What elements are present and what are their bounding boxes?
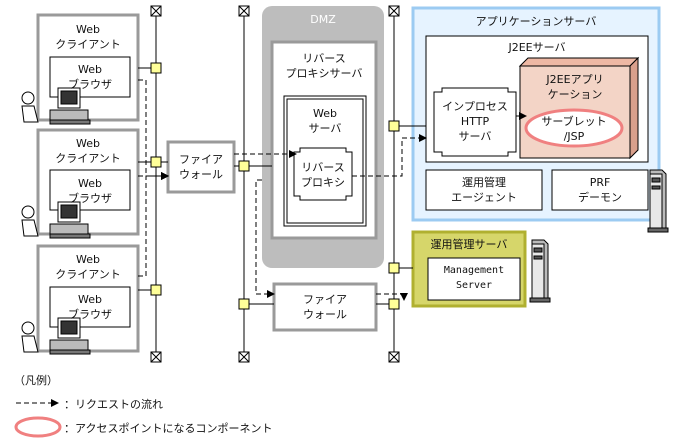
web-browser-1-label: Web ブラウザ xyxy=(68,63,112,91)
web-client-2-title: Web クライアント xyxy=(55,137,121,165)
firewall-bottom-box xyxy=(272,282,378,332)
legend-heading: （凡例） xyxy=(14,374,58,387)
firewall-left-label: ファイア ウォール xyxy=(179,153,223,181)
web-server-label: Web サーバ xyxy=(308,107,342,135)
j2ee-app-label: J2EEアプリ ケーション xyxy=(546,73,604,101)
request-flow-arrows xyxy=(138,79,527,301)
legend-request-flow: ：リクエストの流れ xyxy=(64,398,163,411)
user-at-pc-icon xyxy=(21,87,91,355)
prf-daemon-box xyxy=(551,169,649,211)
prf-daemon-label: PRF デーモン xyxy=(578,176,622,204)
inprocess-http-module xyxy=(433,87,517,157)
legend-symbols xyxy=(14,399,62,438)
j2ee-server-label: J2EEサーバ xyxy=(508,41,566,54)
ops-agent-box xyxy=(425,169,543,211)
web-browser-2-label: Web ブラウザ xyxy=(68,177,112,205)
firewall-bottom-label: ファイア ウォール xyxy=(303,293,347,321)
ops-agent-label: 運用管理 エージェント xyxy=(451,176,517,204)
web-server-inner-frame xyxy=(286,98,364,224)
firewall-left-box xyxy=(166,140,236,194)
web-client-1-title: Web クライアント xyxy=(55,23,121,51)
web-browser-3-label: Web ブラウザ xyxy=(68,293,112,321)
inprocess-http-label: インプロセス HTTP サーバ xyxy=(442,100,508,143)
web-client-3-title: Web クライアント xyxy=(55,253,121,281)
server-tower-icon xyxy=(529,169,669,303)
dmz-title: DMZ xyxy=(310,13,336,26)
connection-nodes xyxy=(150,62,400,310)
ops-server-title: 運用管理サーバ xyxy=(430,238,508,251)
servlet-jsp-label: サーブレット /JSP xyxy=(541,115,607,143)
reverse-proxy-label: リバース プロキシ xyxy=(301,161,345,189)
legend-access-point: ：アクセスポイントになるコンポーネント xyxy=(64,422,273,435)
servlet-jsp-access-point xyxy=(524,108,624,148)
reverse-proxy-server-label: リバース プロキシサーバ xyxy=(285,52,363,80)
network-terminator-icon xyxy=(150,5,400,363)
management-server-box xyxy=(427,257,521,301)
management-server-label: Management Server xyxy=(443,265,505,291)
app-server-title: アプリケーションサーバ xyxy=(475,15,597,28)
